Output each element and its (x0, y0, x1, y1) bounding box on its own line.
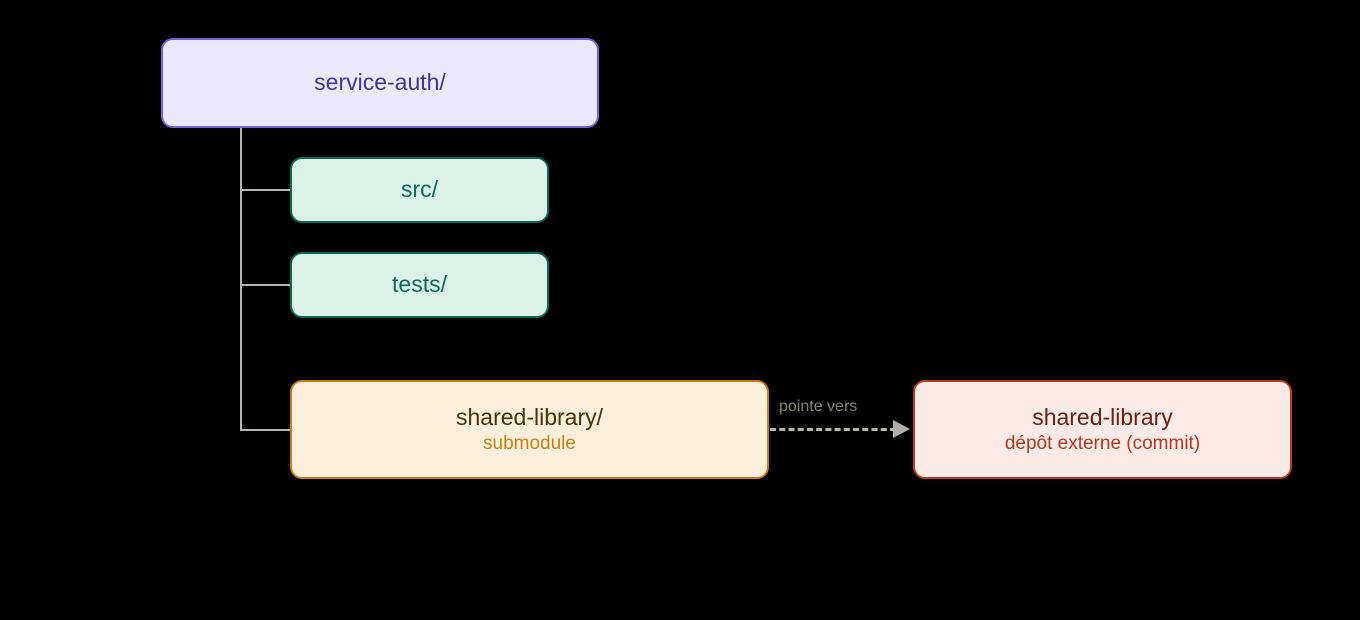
node-src[interactable]: src/ (290, 157, 549, 223)
node-shared-library-external-label: shared-library (1032, 403, 1173, 430)
node-service-auth[interactable]: service-auth/ (161, 38, 599, 128)
node-shared-library-submodule[interactable]: shared-library/ submodule (290, 380, 769, 479)
node-service-auth-label: service-auth/ (314, 69, 446, 96)
edge-points-to-label: pointe vers (779, 398, 858, 415)
node-shared-library-submodule-subtitle: submodule (483, 432, 576, 454)
node-tests-label: tests/ (392, 271, 447, 298)
tree-branch-submodule (240, 429, 290, 431)
tree-branch-tests (240, 284, 290, 286)
node-shared-library-submodule-label: shared-library/ (456, 403, 603, 430)
tree-trunk-line (240, 127, 242, 431)
edge-points-to-arrowhead (893, 420, 910, 438)
edge-points-to-line (770, 428, 896, 431)
node-shared-library-external-subtitle: dépôt externe (commit) (1004, 432, 1201, 454)
node-shared-library-external[interactable]: shared-library dépôt externe (commit) (913, 380, 1292, 479)
node-src-label: src/ (400, 176, 439, 203)
tree-branch-src (240, 189, 290, 191)
node-tests[interactable]: tests/ (290, 252, 549, 318)
